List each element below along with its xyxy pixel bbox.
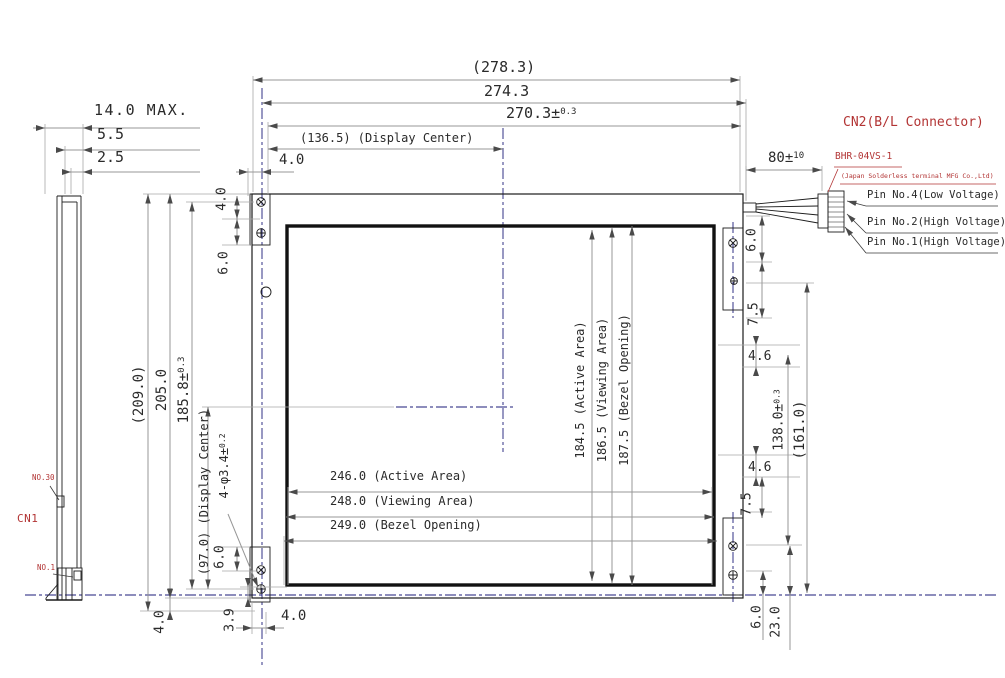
mounting-hole-size: 4-φ3.4± — [217, 447, 231, 499]
dim-cable-length-value: 80± — [768, 150, 794, 166]
dim-hole-pitch-height: 185.8±0.3 — [176, 356, 192, 424]
cn1-pin30-label: NO.30 — [32, 473, 55, 482]
dim-right-bottom-spacing: 23.0 — [768, 606, 784, 638]
cn1-pin1-label: NO.1 — [37, 563, 56, 572]
dim-active-area-width: 246.0 (Active Area) — [330, 469, 468, 483]
mounting-hole-callout: 4-φ3.4±0.2 — [217, 433, 231, 499]
pin-leader-lines — [844, 200, 998, 254]
dim-hole-offset-bottom: 4.0 — [281, 608, 307, 624]
dim-right-tab-offset-bottom: 6.0 — [749, 605, 765, 629]
pin1-label: Pin No.1(High Voltage) — [867, 236, 1005, 248]
dim-active-area-height: 184.5 (Active Area) — [573, 321, 587, 459]
dim-cable-length-tolerance: 10 — [793, 151, 805, 161]
dim-display-center-x: (136.5) (Display Center) — [300, 131, 474, 145]
pin4-label: Pin No.4(Low Voltage) — [867, 189, 1000, 201]
dim-bezel-opening-width: 249.0 (Bezel Opening) — [330, 518, 482, 532]
dim-tab-hole-spacing: 6.0 — [216, 251, 232, 275]
dim-right-hole-pitch-tolerance: 0.3 — [772, 389, 782, 404]
cn2-connector-label: CN2(B/L Connector) — [843, 115, 984, 130]
dim-bezel-opening-height: 187.5 (Bezel Opening) — [617, 314, 631, 466]
dim-bezel-width-tolerance: 0.3 — [560, 107, 577, 117]
dim-bezel-width: 270.3±0.3 — [506, 106, 576, 121]
side-profile-view — [45, 195, 83, 601]
dim-right-height-ref: (161.0) — [792, 400, 808, 460]
dim-right-hole-pitch-value: 138.0± — [771, 403, 787, 451]
dim-hole-pitch-height-tolerance: 0.3 — [177, 356, 187, 373]
dim-viewing-area-height: 186.5 (Viewing Area) — [595, 317, 609, 463]
dim-overall-width-ref: (278.3) — [472, 58, 536, 76]
cn1-leader-lines — [49, 485, 74, 578]
dim-right-hole-offset-bottom: 7.5 — [739, 492, 755, 516]
centerlines — [25, 88, 998, 666]
dim-bottom-extension: 4.0 — [152, 610, 168, 634]
mounting-holes — [256, 197, 738, 594]
dim-tab-top-offset: 4.0 — [214, 187, 230, 211]
cn1-connector-label: CN1 — [17, 512, 39, 525]
dim-right-hole-offset-top: 7.5 — [746, 302, 762, 326]
dim-bezel-width-value: 270.3± — [506, 104, 561, 122]
mounting-hole-tolerance: 0.2 — [218, 433, 227, 448]
dim-thickness-step1: 5.5 — [97, 125, 125, 143]
dim-overall-height-ref: (209.0) — [131, 365, 147, 425]
dim-right-gap-top: 4.6 — [748, 349, 772, 364]
cn2-manufacturer: (Japan Solderless terminal MFG Co.,Ltd) — [841, 172, 994, 180]
dim-thickness-max: 14.0 MAX. — [94, 101, 189, 119]
dim-bottom-lip: 3.9 — [222, 608, 238, 632]
dim-hole-offset-top: 4.0 — [279, 152, 305, 168]
dim-viewing-area-width: 248.0 (Viewing Area) — [330, 494, 475, 508]
dimension-lines — [33, 77, 822, 650]
dim-hole-pitch-height-value: 185.8± — [176, 372, 192, 424]
dim-right-hole-pitch: 138.0±0.3 — [771, 389, 787, 451]
cable-and-cn2-connector — [743, 190, 845, 233]
dimension-arrowheads — [36, 125, 793, 631]
dim-display-center-y: (97.0) (Display Center) — [197, 408, 211, 576]
pin2-label: Pin No.2(High Voltage) — [867, 216, 1005, 228]
dim-outline-width: 274.3 — [484, 82, 530, 100]
dim-right-tab-offset-top: 6.0 — [744, 228, 760, 252]
front-view-outline — [249, 193, 744, 603]
extension-lines — [44, 76, 823, 634]
cn2-part-number: BHR-04VS-1 — [835, 151, 893, 162]
cn2-callout-lines — [827, 166, 996, 193]
dim-tab-bottom-offset: 6.0 — [212, 545, 228, 569]
dim-outline-height: 205.0 — [154, 368, 170, 412]
dim-thickness-step2: 2.5 — [97, 148, 125, 166]
dim-right-gap-bottom: 4.6 — [748, 460, 772, 475]
dim-cable-length: 80±10 — [768, 151, 804, 165]
